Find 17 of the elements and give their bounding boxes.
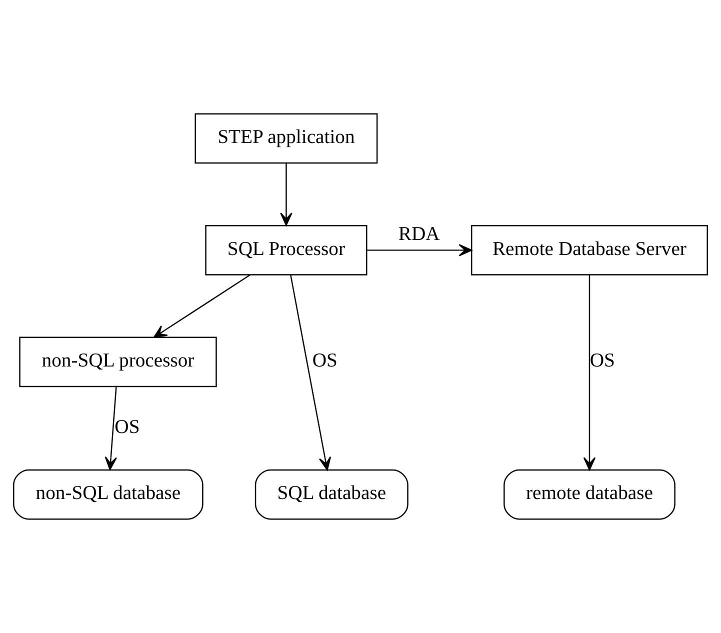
edge-label: OS <box>590 350 615 372</box>
node-box: SQL Processor <box>205 225 368 276</box>
arrow <box>104 386 118 470</box>
node-box: SQL database <box>254 469 408 520</box>
node-box: remote database <box>504 469 676 520</box>
node-box: non-SQL processor <box>19 336 217 388</box>
arrow <box>280 163 292 226</box>
arrow <box>583 275 596 471</box>
arrow <box>153 274 250 338</box>
node-box: non-SQL database <box>13 469 204 520</box>
edge-label: RDA <box>398 223 440 246</box>
edge-label: OS <box>114 416 140 438</box>
edge-label: OS <box>312 350 338 372</box>
arrow <box>366 244 472 256</box>
arrow <box>290 274 332 471</box>
node-box: Remote Database Server <box>471 225 708 276</box>
node-box: STEP application <box>194 113 378 164</box>
